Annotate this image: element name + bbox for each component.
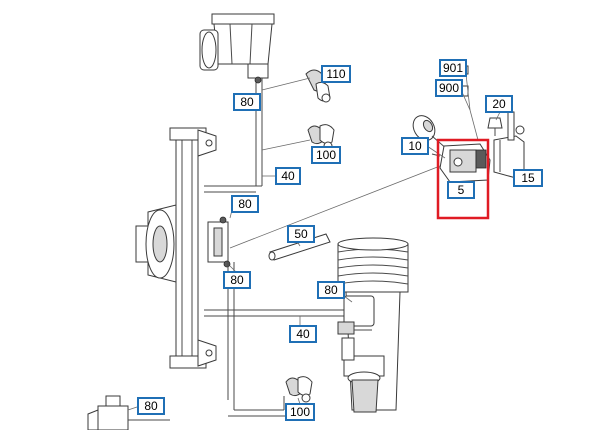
callout-15-text: 15	[521, 171, 535, 185]
callout-5-text: 5	[458, 183, 465, 197]
callout-20-text: 20	[492, 97, 506, 111]
highlight-frame-part-5	[436, 138, 490, 220]
callout-40-bot-text: 40	[296, 327, 310, 341]
callout-900[interactable]: 900	[435, 79, 463, 97]
top-reservoir-part	[199, 13, 275, 84]
callout-900-text: 900	[439, 81, 459, 95]
callout-110[interactable]: 110	[321, 65, 351, 83]
sensor-5-part	[431, 143, 491, 183]
frame-assembly	[135, 78, 350, 417]
callout-10-text: 10	[408, 139, 422, 153]
screw-20-part	[487, 117, 503, 136]
clip-100-bot-part	[285, 376, 313, 403]
callout-110-text: 110	[326, 67, 345, 81]
callout-80-right[interactable]: 80	[317, 281, 345, 299]
callout-100-top-text: 100	[316, 148, 336, 162]
corrugated-hose	[337, 237, 409, 413]
callout-40-top[interactable]: 40	[275, 167, 301, 185]
bottom-left-valve	[87, 395, 170, 430]
callout-80-top[interactable]: 80	[233, 93, 261, 111]
callout-80-bot[interactable]: 80	[137, 397, 165, 415]
callout-100-bot[interactable]: 100	[285, 403, 315, 421]
callout-901[interactable]: 901	[439, 59, 467, 77]
callout-100-bot-text: 100	[290, 405, 310, 419]
callout-80-bot-text: 80	[144, 399, 158, 413]
callout-40-bot[interactable]: 40	[289, 325, 317, 343]
callout-100-top[interactable]: 100	[311, 146, 341, 164]
callout-5[interactable]: 5	[447, 181, 475, 199]
callout-80-right-text: 80	[324, 283, 338, 297]
callout-80-mid-text: 80	[238, 197, 252, 211]
callout-80-left[interactable]: 80	[223, 271, 251, 289]
callout-15[interactable]: 15	[513, 169, 543, 187]
callout-80-left-text: 80	[230, 273, 244, 287]
callout-40-top-text: 40	[281, 169, 295, 183]
callout-20[interactable]: 20	[485, 95, 513, 113]
callout-50[interactable]: 50	[287, 225, 315, 243]
callout-80-top-text: 80	[240, 95, 254, 109]
callout-10[interactable]: 10	[401, 137, 429, 155]
sensor-10-part	[412, 115, 449, 151]
callout-901-text: 901	[443, 61, 463, 75]
bracket-15-part	[493, 111, 525, 179]
callout-50-text: 50	[294, 227, 308, 241]
callout-80-mid[interactable]: 80	[231, 195, 259, 213]
